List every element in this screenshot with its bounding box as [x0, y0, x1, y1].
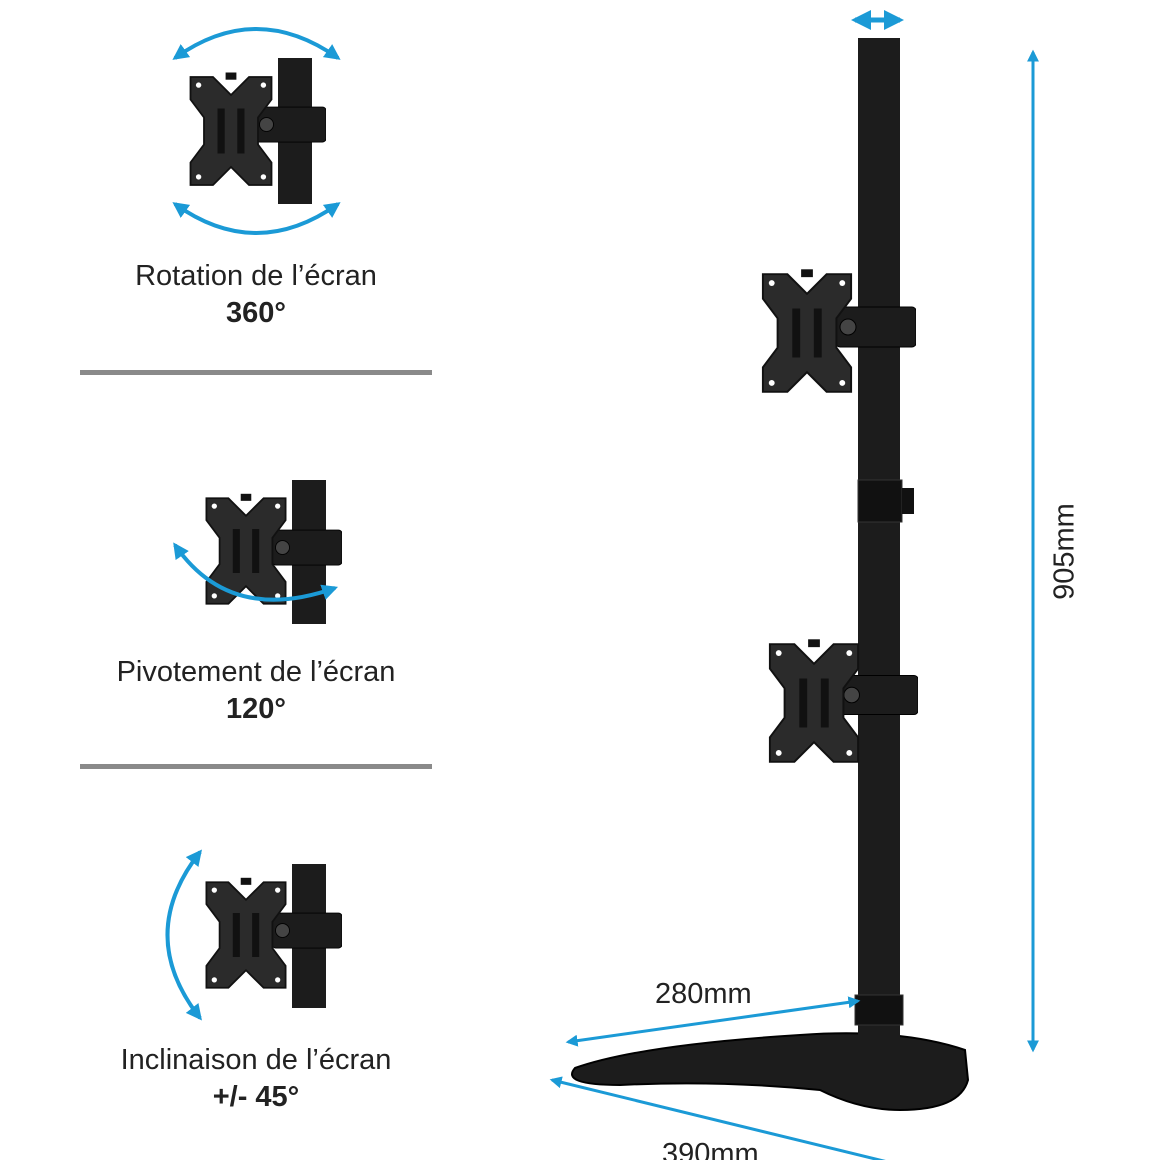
depth-label: 280mm: [655, 978, 752, 1010]
feature-swivel: Pivotement de l’écran 120°: [56, 654, 456, 728]
feature-value: +/- 45°: [212, 1081, 300, 1113]
pole-collar: [857, 479, 903, 523]
height-label: 905mm: [1048, 503, 1081, 600]
divider: [80, 764, 432, 769]
feature-title: Rotation de l’écran: [135, 260, 377, 292]
width-label: 390mm: [662, 1138, 759, 1160]
width-arrow: [549, 1076, 886, 1160]
swivel-icon: [173, 480, 342, 624]
rotation-icon: [172, 27, 341, 235]
feature-value: 360°: [226, 297, 286, 329]
feature-title: Pivotement de l’écran: [116, 656, 396, 688]
divider: [80, 370, 432, 375]
tilt-icon: [165, 849, 342, 1021]
feature-value: 120°: [226, 693, 286, 725]
feature-rotation: Rotation de l’écran 360°: [56, 258, 456, 332]
pole: [858, 38, 900, 1048]
clamp-lower: [840, 675, 918, 715]
feature-title: Inclinaison de l’écran: [120, 1044, 392, 1076]
feature-tilt: Inclinaison de l’écran +/- 45°: [56, 1042, 456, 1116]
depth-arrow: [565, 996, 861, 1047]
monitor-stand: [571, 38, 970, 1112]
clamp-upper: [836, 306, 916, 348]
